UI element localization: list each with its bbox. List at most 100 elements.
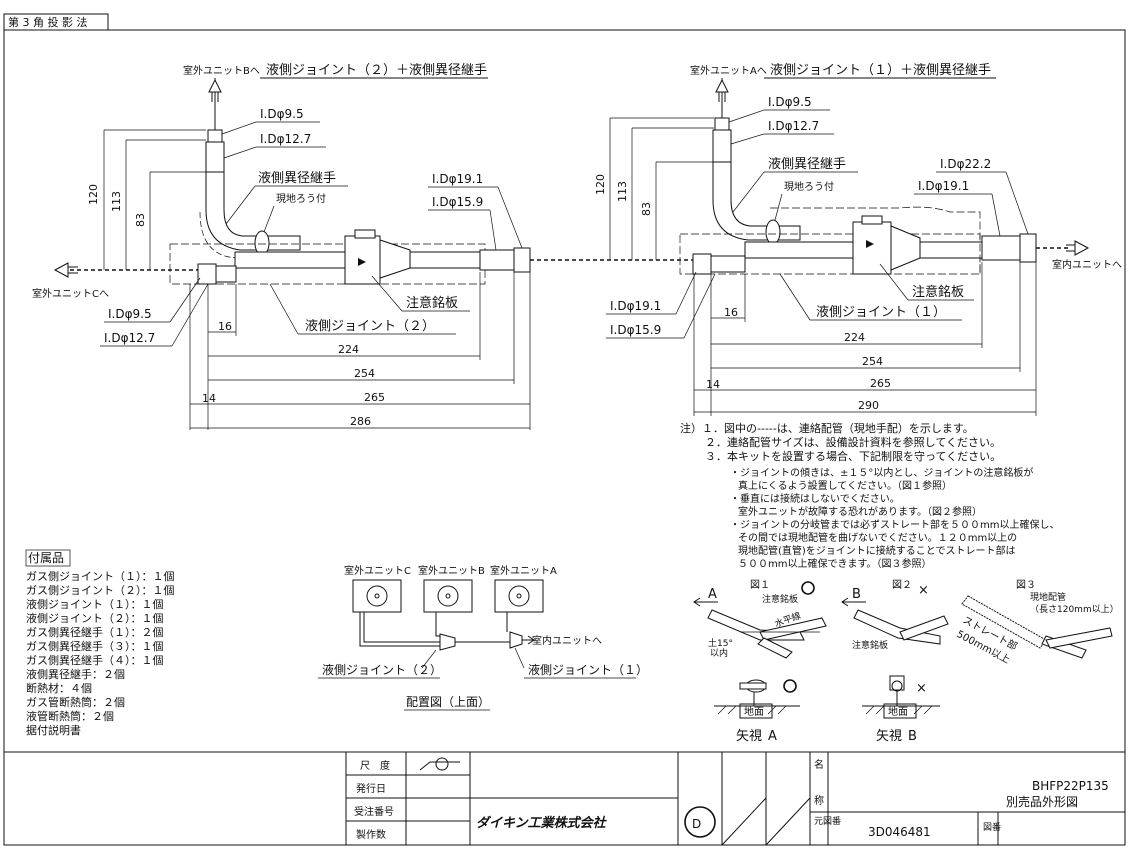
note-line: ・垂直には接続はしないでください。	[730, 492, 900, 505]
layout-joint2: 液側ジョイント（２）	[322, 662, 442, 677]
layout-diagram: 室外ユニットC 室外ユニットB 室外ユニットA 室内ユニットへ 液側ジョイント（…	[318, 564, 648, 711]
note-line: ３．本キットを設置する場合、下記制限を守ってください。	[705, 449, 1001, 463]
accessories-title: 付属品	[28, 551, 64, 565]
fig3-length-note: （長さ120mm以上）	[1030, 604, 1119, 615]
accessory-item: 液側ジョイント（１）：１個	[26, 597, 164, 611]
tb-model: BHFP22P135	[1032, 779, 1109, 793]
tb-name: 名	[814, 758, 824, 771]
left-dest-top: 室外ユニットBへ	[183, 64, 260, 77]
tb-drawing: 図番	[983, 821, 1001, 833]
fig2-plate: 注意銘板	[852, 639, 888, 651]
left-assembly: 液側ジョイント（２）＋液側異径継手 室外ユニットBへ 室外ユニットCへ	[32, 63, 700, 430]
accessory-item: ガス側異径継手（４）：１個	[26, 653, 164, 667]
left-title: 液側ジョイント（２）＋液側異径継手	[266, 63, 487, 78]
right-dim-265: 265	[870, 377, 891, 390]
left-id-95: I.Dφ9.5	[260, 107, 304, 121]
right-reducer-label: 液側異径継手	[768, 157, 846, 172]
left-reducer-label: 液側異径継手	[258, 171, 336, 186]
right-dest-right: 室内ユニットへ	[1052, 258, 1122, 271]
accessory-item: ガス側ジョイント（１）：１個	[26, 570, 175, 583]
unit-b-label: 室外ユニットB	[418, 564, 485, 577]
unit-b-box	[423, 579, 473, 613]
projection-label: 第 3 角 投 影 法	[8, 15, 87, 29]
tb-qty: 製作数	[356, 828, 386, 841]
notes: 注）１．図中の-----は、連絡配管（現地手配）を示します。 ２．連絡配管サイズ…	[680, 421, 1059, 570]
title-block: 尺 度 発行日 受注番号 製作数 ダイキン工業株式会社 D 名 称 元図番 図番…	[4, 751, 1125, 846]
right-dim-16: 16	[724, 306, 738, 319]
right-dim-254: 254	[862, 355, 883, 368]
left-dim-83: 83	[134, 213, 147, 227]
accessory-item: ガス側異径継手（１）：２個	[26, 625, 164, 639]
view-b-letter: B	[908, 729, 917, 744]
right-dim-224: 224	[844, 331, 865, 344]
fig1-letter: A	[708, 587, 717, 602]
view-b-label: 矢視	[876, 729, 902, 744]
right-id-222: I.Dφ22.2	[940, 157, 991, 171]
left-id-159: I.Dφ15.9	[432, 195, 483, 209]
fig1-label: 図１	[750, 579, 770, 591]
fig2-label: 図２	[892, 579, 912, 591]
left-dim-120: 120	[87, 184, 100, 205]
right-id-127: I.Dφ12.7	[768, 119, 819, 133]
right-plate: 注意銘板	[912, 284, 964, 300]
right-joint-label: 液側ジョイント（１）	[816, 305, 946, 320]
layout-caption: 配置図（上面）	[406, 695, 490, 709]
left-brazing: 現地ろう付	[276, 192, 326, 205]
right-dim-83: 83	[640, 202, 653, 216]
accessory-item: ガス管断熱筒：２個	[26, 695, 125, 709]
tb-company: ダイキン工業株式会社	[476, 815, 608, 831]
left-dim-286: 286	[350, 415, 371, 428]
view-a-ground: 地面	[744, 705, 764, 718]
fig1-within: 以内	[710, 647, 728, 659]
left-plate: 注意銘板	[406, 295, 458, 311]
right-id-159b: I.Dφ15.9	[610, 323, 661, 337]
tb-scale: 尺 度	[360, 759, 390, 772]
note-line: 注）１．図中の-----は、連絡配管（現地手配）を示します。	[680, 421, 974, 435]
note-line: ２．連絡配管サイズは、設備設計資料を参照してください。	[705, 435, 1001, 449]
accessory-item: 液管断熱筒：２個	[26, 709, 114, 723]
right-id-191b: I.Dφ19.1	[610, 299, 661, 313]
note-line: 真上にくるよう設置してください。（図１参照）	[738, 479, 952, 492]
left-id-127b: I.Dφ12.7	[104, 331, 155, 345]
unit-a-box	[494, 579, 544, 613]
right-brazing: 現地ろう付	[784, 180, 834, 193]
left-id-191: I.Dφ19.1	[432, 172, 483, 186]
note-line: その間では現地配管を曲げないでください。１２０mm以上の	[738, 531, 1017, 544]
sheet-border	[3, 29, 1126, 846]
note-line: ５００mm以上確保できます。（図３参照）	[738, 557, 931, 570]
tb-title: 称	[814, 794, 824, 807]
accessories: 付属品 ガス側ジョイント（１）：１個 ガス側ジョイント（２）：１個 液側ジョイン…	[25, 549, 175, 737]
unit-c-label: 室外ユニットC	[344, 564, 411, 577]
fig3-field-pipe: 現地配管	[1030, 591, 1066, 603]
company-logo	[684, 806, 716, 838]
right-dim-113: 113	[616, 181, 629, 202]
left-id-95b: I.Dφ9.5	[108, 307, 152, 321]
left-dim-224: 224	[338, 343, 359, 356]
view-a-label: 矢視	[736, 729, 762, 744]
figures: 図１ A 注意銘板 水平線 土15° 以内 図２ × B 注意銘板 図３ 現地配…	[693, 579, 1119, 744]
left-joint-label: 液側ジョイント（２）	[305, 319, 435, 334]
tb-drawing-no: 3D046481	[868, 825, 931, 839]
right-title: 液側ジョイント（１）＋液側異径継手	[770, 63, 991, 78]
accessory-item: 液側ジョイント（２）：１個	[26, 611, 164, 625]
fig2-letter: B	[852, 587, 861, 602]
logo-mark-icon: D	[692, 817, 701, 831]
accessory-item: ガス側ジョイント（２）：１個	[26, 584, 175, 597]
fig2-mark: ×	[918, 583, 929, 598]
layout-joint1: 液側ジョイント（１）	[528, 662, 648, 677]
unit-c-box	[352, 579, 402, 613]
note-line: ・ジョイントの傾きは、±１５°以内とし、ジョイントの注意銘板が	[730, 466, 1033, 479]
accessory-item: 据付説明書	[26, 723, 81, 737]
tb-desc: 別売品外形図	[1006, 794, 1078, 809]
accessory-item: ガス側異径継手（３）：１個	[26, 639, 164, 653]
accessory-item: 断熱材：４個	[26, 681, 92, 695]
left-dest-left: 室外ユニットCへ	[32, 287, 109, 300]
layout-indoor: 室内ユニットへ	[532, 634, 602, 647]
left-id-127: I.Dφ12.7	[260, 132, 311, 146]
unit-a-label: 室外ユニットA	[490, 564, 557, 577]
note-line: 室外ユニットが故障する恐れがあります。（図２参照）	[738, 505, 982, 518]
right-dim-14: 14	[706, 378, 720, 391]
projection-box	[3, 13, 109, 31]
left-dim-265: 265	[364, 391, 385, 404]
